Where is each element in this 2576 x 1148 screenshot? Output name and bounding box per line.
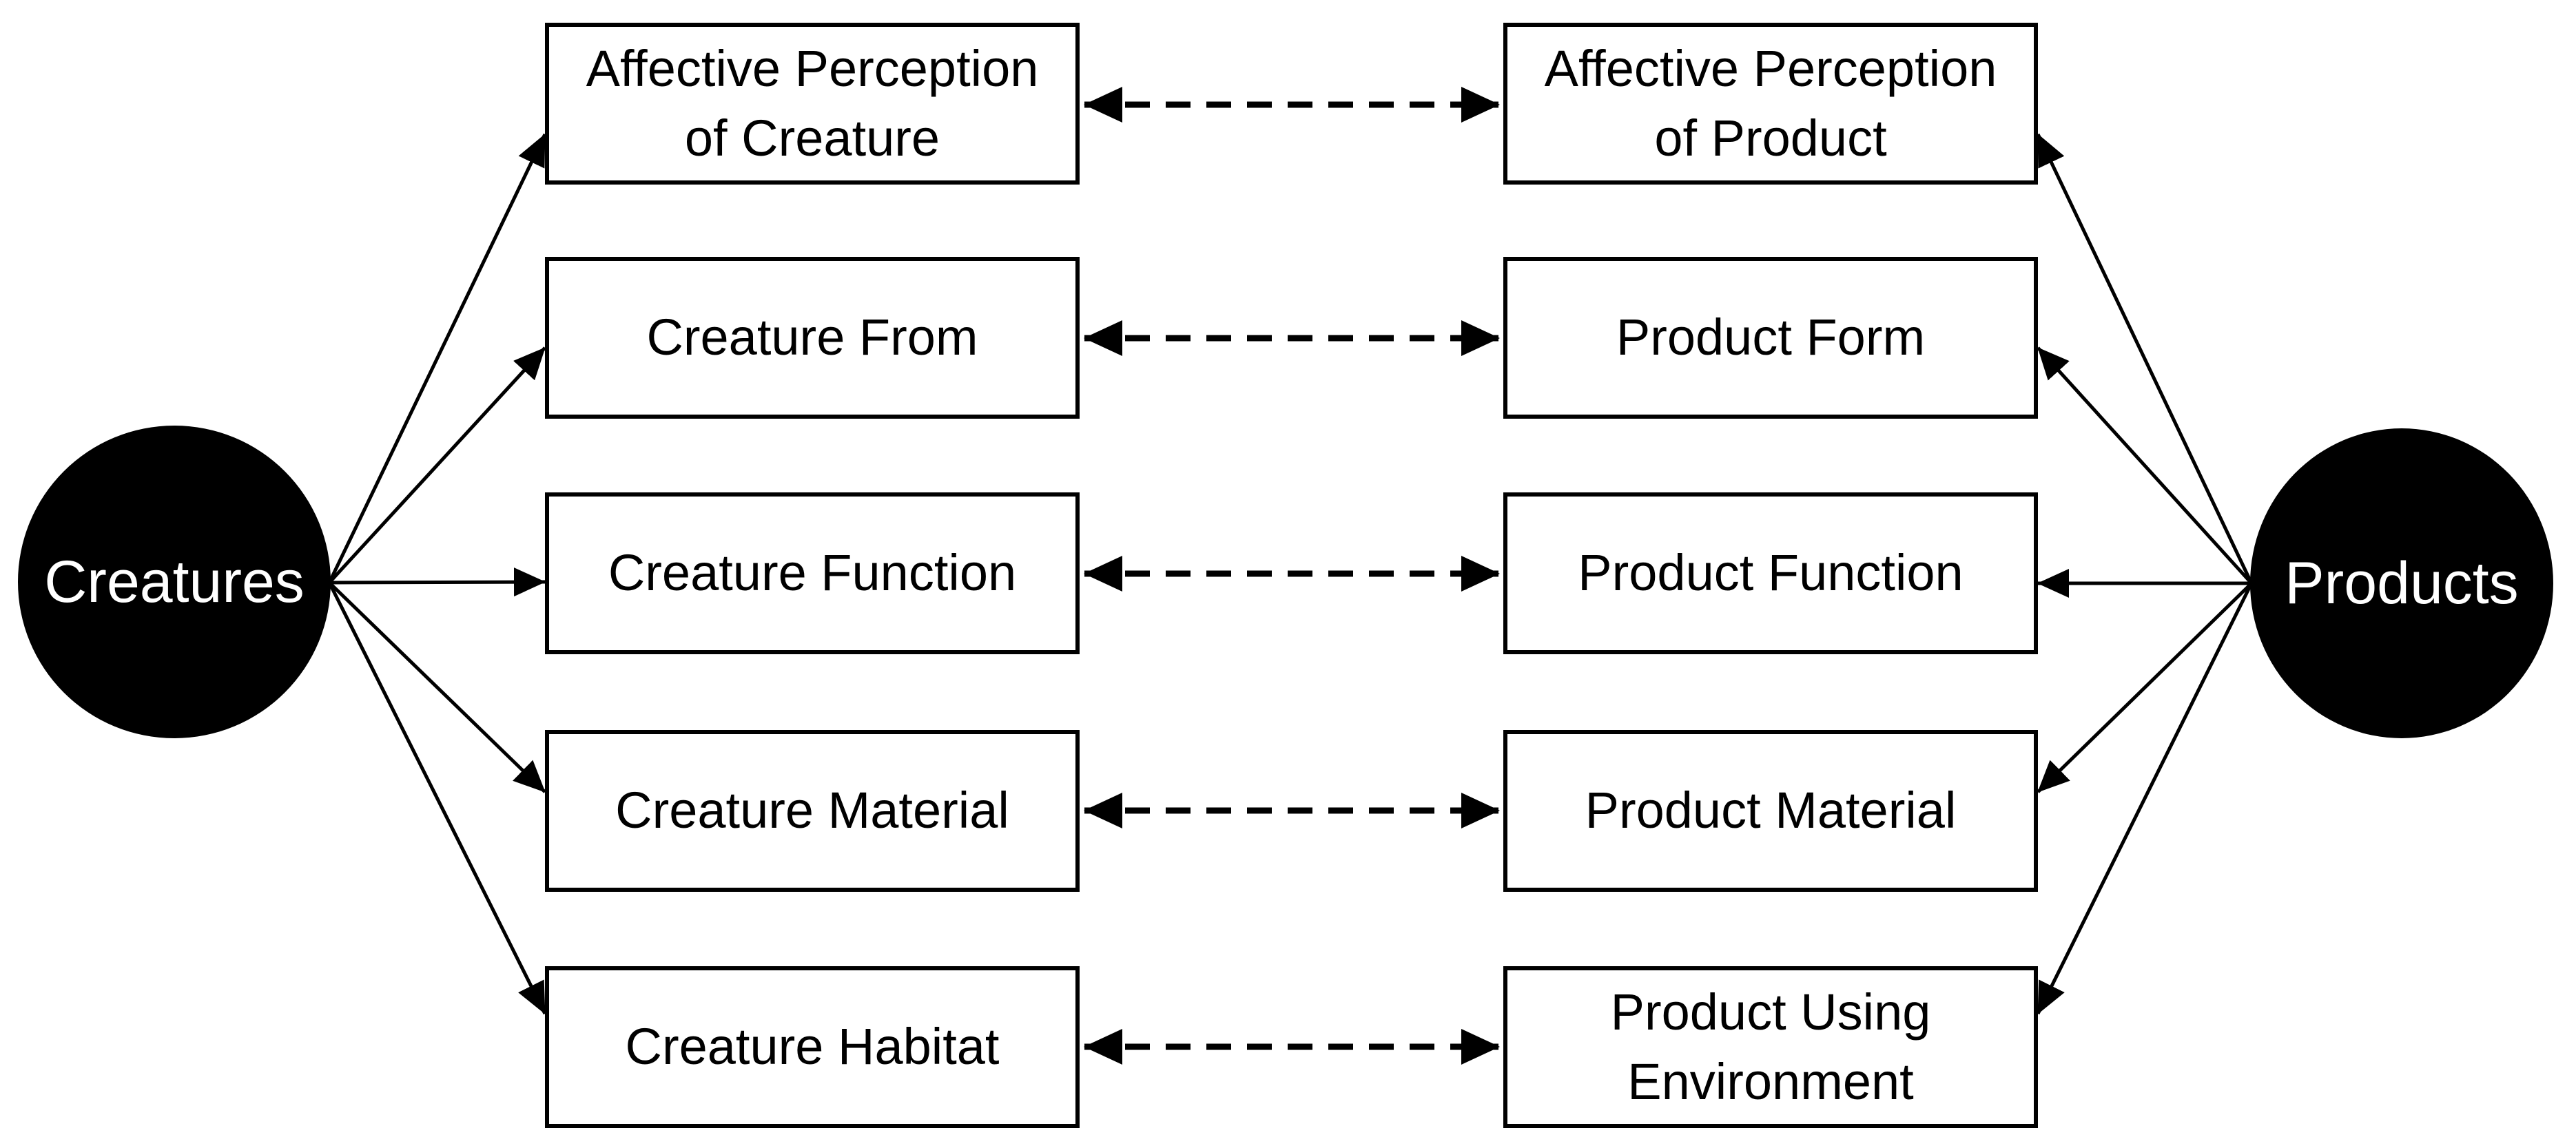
creatures-node: Creatures bbox=[18, 426, 331, 738]
creature-habitat-box: Creature Habitat bbox=[545, 966, 1080, 1128]
product-function-box: Product Function bbox=[1503, 492, 2038, 654]
product-function-label: Product Function bbox=[1578, 544, 1964, 602]
creature-from-box: Creature From bbox=[545, 257, 1080, 419]
creatures-to-affective-arrow bbox=[327, 133, 547, 584]
products-to-affective-arrow bbox=[2036, 133, 2254, 585]
creature-from-label: Creature From bbox=[646, 309, 978, 366]
affective-perception-of-creature-box: Affective Perception of Creature bbox=[545, 23, 1080, 185]
products-to-material-arrow bbox=[2037, 582, 2253, 793]
affective-perception-of-product-label: Affective Perception of Product bbox=[1544, 39, 1997, 167]
product-form-label: Product Form bbox=[1616, 309, 1926, 366]
creature-function-label: Creature Function bbox=[608, 544, 1017, 602]
creatures-to-material-arrow bbox=[328, 581, 546, 793]
product-using-environment-box: Product Using Environment bbox=[1503, 966, 2038, 1128]
creatures-to-form-arrow bbox=[328, 346, 546, 584]
creature-material-box: Creature Material bbox=[545, 730, 1080, 892]
products-node: Products bbox=[2250, 428, 2553, 738]
creature-material-label: Creature Material bbox=[615, 782, 1009, 839]
creatures-to-habitat-arrow bbox=[327, 581, 547, 1015]
product-form-box: Product Form bbox=[1503, 257, 2038, 419]
creature-habitat-label: Creature Habitat bbox=[625, 1018, 1000, 1076]
creatures-node-label: Creatures bbox=[44, 548, 305, 615]
affective-perception-of-product-box: Affective Perception of Product bbox=[1503, 23, 2038, 185]
creature-function-box: Creature Function bbox=[545, 492, 1080, 654]
product-using-environment-label: Product Using Environment bbox=[1610, 983, 1931, 1110]
products-to-environment-arrow bbox=[2036, 582, 2254, 1015]
products-node-label: Products bbox=[2285, 550, 2519, 616]
product-material-label: Product Material bbox=[1585, 782, 1957, 839]
product-material-box: Product Material bbox=[1503, 730, 2038, 892]
products-to-form-arrow bbox=[2037, 346, 2253, 585]
creatures-to-function-arrow bbox=[329, 567, 546, 597]
affective-perception-of-creature-label: Affective Perception of Creature bbox=[586, 39, 1039, 167]
